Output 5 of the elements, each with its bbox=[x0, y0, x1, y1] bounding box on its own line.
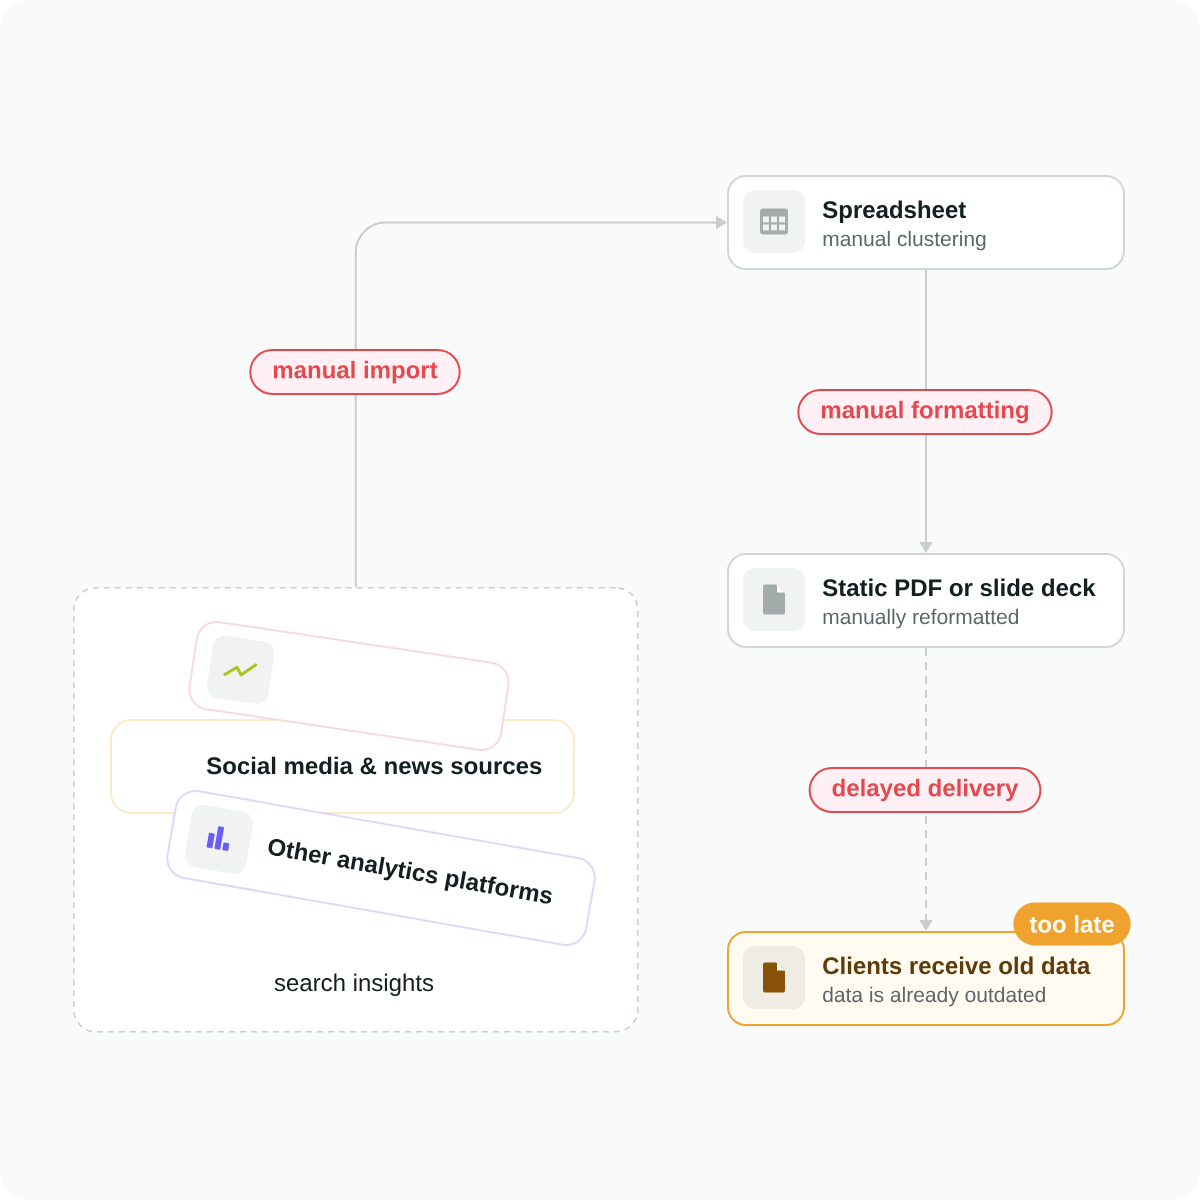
edge-label: manual import bbox=[249, 349, 461, 395]
edge-label: manual formatting bbox=[797, 389, 1053, 435]
arrow bbox=[354, 215, 727, 588]
source-card: Other analytics platforms bbox=[166, 789, 596, 947]
edge-label: delayed delivery bbox=[808, 767, 1042, 813]
